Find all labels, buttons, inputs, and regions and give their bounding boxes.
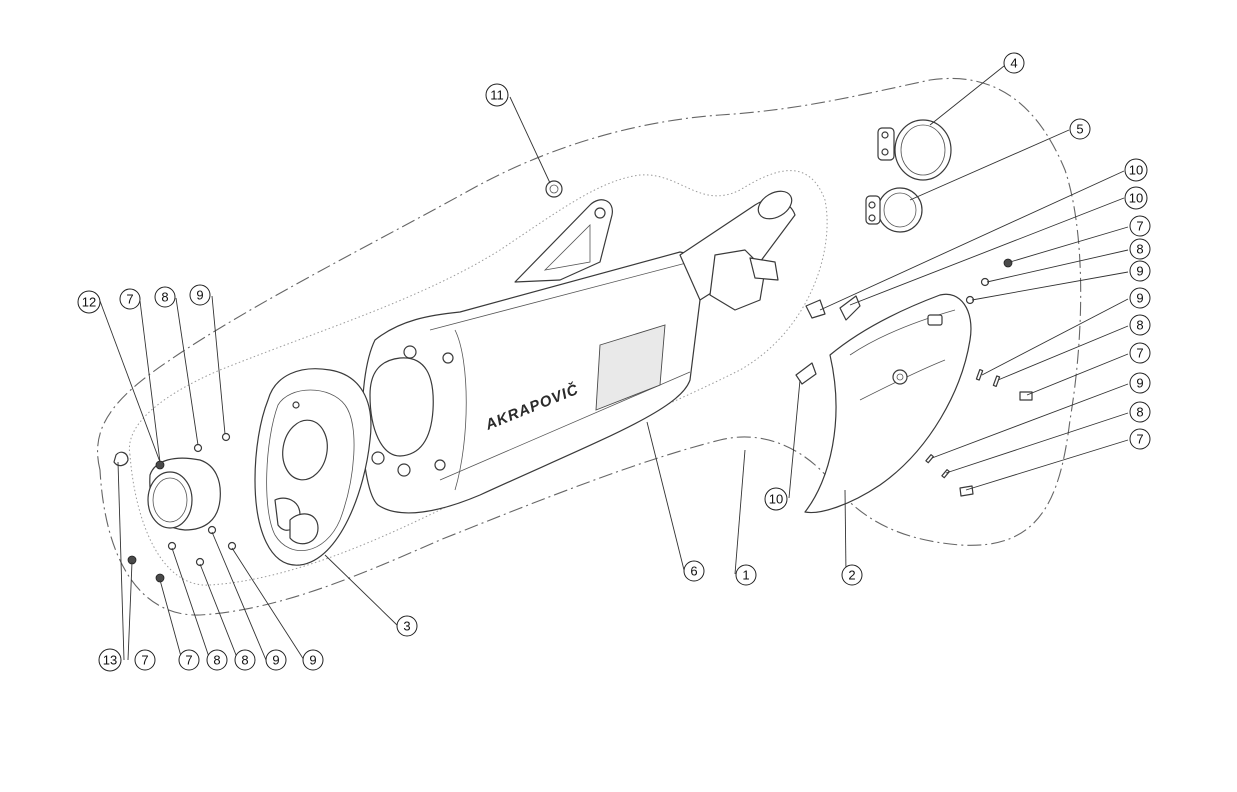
callout-7-d: 7 — [119, 288, 141, 310]
svg-text:5: 5 — [1076, 122, 1083, 137]
callout-3: 3 — [396, 615, 418, 637]
svg-text:7: 7 — [185, 653, 192, 668]
link-pipe — [679, 190, 796, 311]
callout-10-c: 10 — [764, 487, 788, 511]
callout-7-e: 7 — [134, 649, 156, 671]
callout-12: 12 — [77, 290, 101, 314]
callout-8-c: 8 — [1129, 401, 1151, 423]
callout-9-e: 9 — [265, 649, 287, 671]
callout-9-b: 9 — [1129, 287, 1151, 309]
callout-13: 13 — [98, 648, 122, 672]
svg-text:8: 8 — [1136, 405, 1143, 420]
clamp-large — [877, 119, 952, 181]
svg-text:9: 9 — [1136, 291, 1143, 306]
callout-4: 4 — [1003, 52, 1025, 74]
svg-text:10: 10 — [1129, 191, 1143, 206]
callout-6: 6 — [683, 560, 705, 582]
svg-text:6: 6 — [690, 564, 697, 579]
svg-text:9: 9 — [1136, 264, 1143, 279]
svg-text:8: 8 — [213, 653, 220, 668]
svg-text:2: 2 — [848, 568, 855, 583]
callout-10-b: 10 — [1124, 186, 1148, 210]
callout-9-c: 9 — [1129, 372, 1151, 394]
svg-text:7: 7 — [1136, 346, 1143, 361]
callout-7-a: 7 — [1129, 215, 1151, 237]
heat-shield — [804, 293, 972, 514]
clip-part — [113, 451, 129, 467]
callout-8-a: 8 — [1129, 238, 1151, 260]
callout-8-d: 8 — [154, 286, 176, 308]
callout-1: 1 — [735, 564, 757, 586]
svg-text:7: 7 — [141, 653, 148, 668]
callout-2: 2 — [841, 564, 863, 586]
callout-8-b: 8 — [1129, 314, 1151, 336]
left-fasteners — [127, 432, 237, 583]
callout-7-b: 7 — [1129, 342, 1151, 364]
silencer-body: AKRAPOVIČ — [361, 251, 703, 514]
tip-insert — [147, 457, 221, 531]
silencer-mounting-bracket — [514, 199, 613, 283]
callout-10-a: 10 — [1124, 158, 1148, 182]
svg-text:11: 11 — [490, 88, 504, 103]
leader-lines — [99, 65, 1129, 661]
svg-text:8: 8 — [1136, 242, 1143, 257]
callout-5: 5 — [1069, 118, 1091, 140]
svg-text:7: 7 — [1136, 219, 1143, 234]
callout-7-c: 7 — [1129, 428, 1151, 450]
svg-text:9: 9 — [272, 653, 279, 668]
callout-8-e: 8 — [206, 649, 228, 671]
svg-text:8: 8 — [241, 653, 248, 668]
svg-text:3: 3 — [403, 619, 410, 634]
silencer-outline-dotted — [128, 170, 828, 586]
callout-11: 11 — [485, 83, 509, 107]
svg-text:8: 8 — [1136, 318, 1143, 333]
svg-text:9: 9 — [1136, 376, 1143, 391]
svg-text:10: 10 — [769, 492, 783, 507]
callout-7-f: 7 — [178, 649, 200, 671]
svg-text:9: 9 — [309, 653, 316, 668]
callout-9-a: 9 — [1129, 260, 1151, 282]
heat-shield-brackets — [795, 295, 861, 385]
svg-text:9: 9 — [196, 288, 203, 303]
svg-text:4: 4 — [1010, 56, 1017, 71]
svg-text:8: 8 — [161, 290, 168, 305]
callout-9-f: 9 — [302, 649, 324, 671]
nut-part — [545, 180, 563, 198]
svg-text:10: 10 — [1129, 163, 1143, 178]
callout-8-f: 8 — [234, 649, 256, 671]
clamp-small — [865, 187, 923, 233]
end-cap — [254, 368, 372, 566]
svg-text:7: 7 — [1136, 432, 1143, 447]
svg-text:7: 7 — [126, 292, 133, 307]
svg-text:1: 1 — [742, 568, 749, 583]
svg-text:13: 13 — [103, 653, 117, 668]
svg-text:12: 12 — [82, 295, 96, 310]
callout-9-d: 9 — [189, 284, 211, 306]
